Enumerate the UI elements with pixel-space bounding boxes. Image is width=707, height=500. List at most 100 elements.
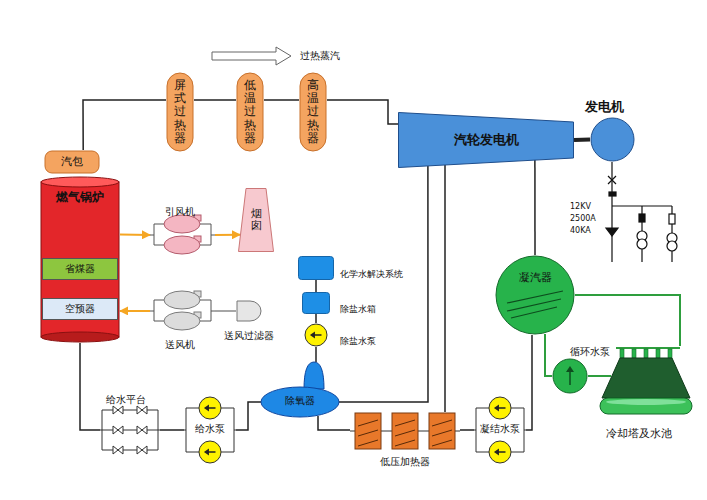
flow-connector	[215, 234, 240, 236]
node-label: 送风过滤器	[224, 330, 274, 341]
water-tank-box: 除盐水箱	[302, 292, 382, 314]
flow-connector	[236, 402, 261, 430]
water-tank-box-shape	[302, 292, 330, 314]
text-wrap: 除氧器	[260, 395, 340, 408]
drawing-path	[507, 291, 563, 318]
condensate-pump-pair: 凝结水泵	[474, 394, 526, 466]
text-wrap: 空预器	[42, 298, 118, 320]
flow-connector	[444, 165, 446, 412]
text-wrap: 化学水解决系统	[340, 262, 403, 281]
cooling-tower-shape	[598, 346, 694, 418]
drawing-polygon	[602, 358, 690, 398]
feed-pump-pair: 给水泵	[184, 394, 236, 466]
boiler-cylinder: 燃气锅炉省煤器空预器	[40, 176, 120, 343]
annotation-label: 2500A	[570, 214, 596, 224]
flow-connector	[80, 343, 100, 430]
water-pump: 除盐水泵	[304, 323, 384, 347]
drawing-rect	[355, 413, 381, 449]
drawing-path	[395, 430, 415, 436]
drawing-rect	[609, 192, 616, 196]
node-label: 给水平台	[106, 394, 146, 405]
drawing-polygon	[113, 406, 123, 414]
deaerator: 除氧器	[260, 362, 340, 418]
flow-connector	[526, 335, 532, 430]
drawing-circle	[667, 241, 677, 251]
drawing-path	[608, 176, 616, 184]
drawing-circle	[637, 239, 647, 249]
air-preheater-band: 空预器	[42, 298, 118, 320]
air-filter-shape	[236, 300, 262, 322]
drawing-polygon	[137, 406, 147, 414]
cooling-tower: 冷却塔及水池	[598, 346, 694, 438]
drawing-path	[432, 440, 452, 446]
superheater-capsule: 屏式过热器	[166, 72, 194, 152]
superheater-capsule: 高温过热器	[299, 72, 327, 152]
flow-connector	[83, 100, 166, 150]
drawing-polygon	[137, 426, 147, 434]
chem-water-box: 化学水解决系统	[298, 256, 408, 280]
drawing-ellipse	[164, 236, 200, 254]
drawing-path	[395, 440, 415, 446]
drawing-path	[237, 301, 261, 321]
node-label: 燃气锅炉	[56, 190, 104, 205]
drawing-path	[432, 420, 452, 426]
drawing-path	[612, 162, 672, 262]
economizer-band: 省煤器	[42, 258, 118, 280]
text-wrap: 屏式过热器	[166, 72, 194, 152]
flow-connector	[327, 100, 398, 124]
flow-connector	[574, 138, 590, 143]
flow-connector	[534, 160, 536, 255]
drawing-rect	[41, 182, 119, 337]
drawing-rect	[43, 299, 118, 320]
flow-connector	[315, 280, 317, 292]
drawing-rect	[299, 257, 334, 280]
steam-direction-arrow	[212, 47, 291, 65]
node-label: 汽包	[61, 155, 83, 169]
flow-connector	[264, 99, 299, 101]
drawing-circle	[553, 359, 587, 393]
flow-connector	[120, 310, 150, 312]
drawing-rect	[656, 349, 660, 358]
text-wrap: 给水泵	[184, 423, 236, 436]
electrical-wiring	[606, 162, 677, 262]
drawing-path	[100, 410, 160, 450]
flow-connector	[315, 314, 317, 323]
node-label: 冷却塔及水池	[606, 427, 672, 440]
chem-water-box-shape	[298, 256, 334, 280]
flow-connector	[120, 233, 150, 236]
flow-connector	[215, 310, 236, 312]
forced-fan-shape	[150, 290, 215, 332]
text-wrap: 冷却塔及水池	[606, 422, 672, 441]
drawing-rect	[632, 349, 636, 358]
drawing-polygon	[399, 113, 574, 168]
node-label: 低压加热器	[380, 456, 430, 469]
annotation-label: 40KA	[570, 226, 591, 236]
flow-connector	[339, 166, 428, 402]
drawing-rect	[303, 293, 330, 314]
text-wrap: 燃气锅炉	[40, 190, 120, 205]
node-label: 引风机	[165, 206, 195, 217]
circulating-pump-shape	[552, 358, 588, 394]
text-wrap: 循环水泵	[570, 340, 610, 359]
text-wrap: 低压加热器	[350, 456, 460, 469]
text-wrap: 给水平台	[106, 388, 146, 407]
text-wrap: 烟囱	[238, 188, 274, 252]
node-label: 送风机	[165, 339, 195, 350]
feed-valve-group: 给水平台	[100, 388, 160, 464]
drawing-ellipse	[41, 332, 119, 342]
node-label: 低温过热器	[244, 79, 256, 145]
drawing-circle	[305, 324, 327, 346]
text-wrap: 凝汽器	[495, 271, 575, 285]
flow-connector	[460, 429, 474, 431]
drawing-path	[204, 449, 209, 456]
node-label: 给水泵	[195, 423, 225, 436]
drawing-rect	[237, 73, 263, 151]
drawing-path	[304, 362, 324, 389]
drawing-ellipse	[606, 399, 686, 405]
drawing-ellipse	[41, 177, 119, 187]
drawing-path	[358, 430, 378, 436]
text-wrap: 高温过热器	[299, 72, 327, 152]
drawing-polygon	[137, 446, 147, 454]
node-label: 循环水泵	[570, 346, 610, 357]
